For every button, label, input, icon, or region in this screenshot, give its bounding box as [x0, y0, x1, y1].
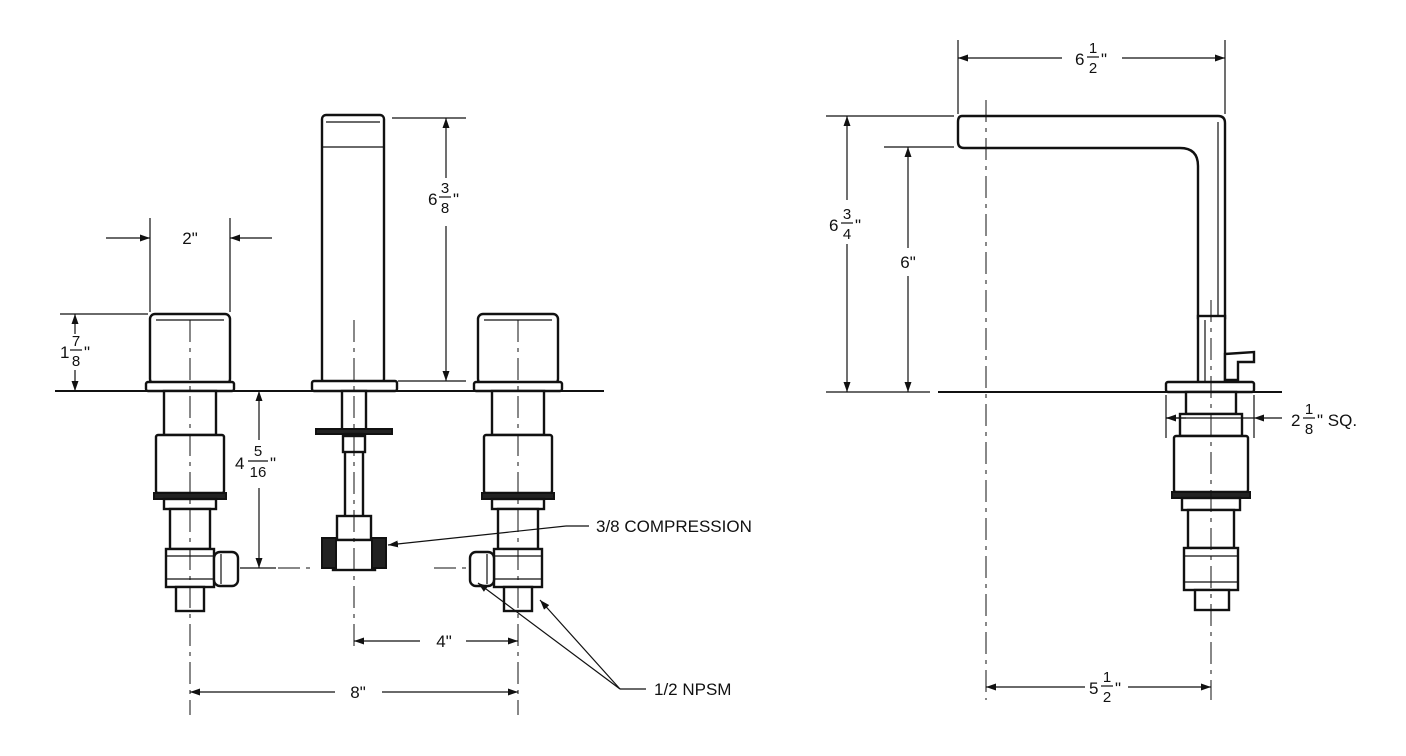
side-offset-den: 2 [1103, 689, 1111, 706]
handle-height-num: 7 [72, 333, 80, 350]
right-handle-assembly [468, 312, 564, 613]
side-spout [956, 114, 1227, 320]
front-view: 2" 1 7 8 " 6 3 8 " [55, 113, 752, 715]
dim-handle-width: 2" [106, 218, 272, 312]
dim-side-spout-offset: 5 1 2 " [986, 669, 1211, 706]
side-reach-whole: 6 [1075, 50, 1084, 69]
side-offset-whole: 5 [1089, 679, 1098, 698]
center-spacing-label: 4" [436, 632, 452, 651]
side-offset-num: 1 [1103, 669, 1111, 686]
below-deck-num: 5 [254, 443, 262, 460]
dim-side-base-square: 2 1 8 " SQ. [1165, 395, 1357, 438]
spout-height-num: 3 [441, 180, 449, 197]
side-base-unit: " SQ. [1317, 411, 1357, 430]
side-reach-den: 2 [1089, 60, 1097, 77]
side-reach-num: 1 [1089, 40, 1097, 57]
dim-side-clearance: 6" [884, 146, 954, 392]
dim-center-spacing: 4" [354, 632, 518, 651]
side-clearance-label: 6" [900, 253, 916, 272]
handle-width-label: 2" [182, 229, 198, 248]
spout-height-whole: 6 [428, 190, 437, 209]
below-deck-den: 16 [250, 464, 267, 481]
side-total-whole: 6 [829, 216, 838, 235]
side-base-den: 8 [1305, 421, 1313, 438]
side-total-unit: " [855, 216, 861, 235]
dim-side-reach: 6 1 2 " [957, 40, 1226, 114]
npsm-label: 1/2 NPSM [654, 680, 731, 699]
dim-spout-height: 6 3 8 " [392, 117, 466, 382]
left-handle-assembly [144, 312, 240, 613]
handle-height-den: 8 [72, 353, 80, 370]
spout-assembly [310, 113, 399, 572]
compression-label: 3/8 COMPRESSION [596, 517, 752, 536]
side-reach-unit: " [1101, 50, 1107, 69]
side-offset-unit: " [1115, 679, 1121, 698]
overall-spread-label: 8" [350, 683, 366, 702]
callout-npsm: 1/2 NPSM [477, 582, 731, 699]
callout-compression: 3/8 COMPRESSION [387, 517, 752, 548]
below-deck-whole: 4 [235, 454, 244, 473]
spout-height-den: 8 [441, 200, 449, 217]
side-lever [1223, 350, 1256, 382]
dim-overall-spread: 8" [190, 683, 518, 702]
handle-height-whole: 1 [60, 343, 69, 362]
side-base-num: 1 [1305, 401, 1313, 418]
side-view: 6 1 2 " 6 3 4 " 6" [826, 40, 1357, 706]
below-deck-unit: " [270, 454, 276, 473]
handle-height-unit: " [84, 343, 90, 362]
dim-handle-height: 1 7 8 " [60, 313, 148, 391]
side-total-den: 4 [843, 226, 851, 243]
dim-below-deck: 4 5 16 " [235, 391, 276, 569]
side-base-whole: 2 [1291, 411, 1300, 430]
side-total-num: 3 [843, 206, 851, 223]
spout-height-unit: " [453, 190, 459, 209]
dim-side-total-height: 6 3 4 " [826, 115, 954, 393]
